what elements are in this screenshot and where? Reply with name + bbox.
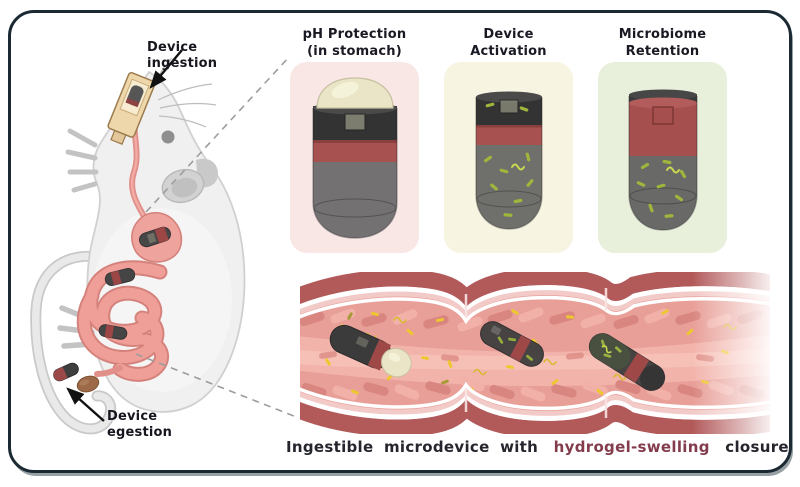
figure-caption: Ingestible microdevice with hydrogel-swe… [286,438,789,456]
stage-ph-protection-title: pH Protection (in stomach) [302,26,407,59]
mouse-ear [161,168,205,204]
device-ingestion-label: Device ingestion [147,40,217,73]
caption-prefix: Ingestible microdevice with [286,438,539,456]
egested-device [53,362,79,382]
capsule-microbiome-retention [627,89,698,231]
stage-panels: pH Protection (in stomach) [290,13,727,253]
intestine-walls [300,277,770,430]
capsule-inner-ring [313,198,396,217]
connector-line-upper [145,56,290,213]
rectum [94,365,123,377]
hydrogel-dome [315,76,394,109]
stage-ph-protection-card [290,62,419,253]
capsule-body-lower [628,155,697,230]
stage-microbiome-retention-card [598,62,727,253]
device-intestine-ph-stage [329,324,412,378]
hydrogel-window [651,105,674,125]
capsule-ph-protection [311,76,398,239]
device-ingestion-line2: ingestion [147,56,218,72]
capsule-body-lower [312,161,397,238]
device-intestine-activated [480,321,544,367]
fecal-pellet [76,375,100,393]
device-intestine-retention [588,333,666,391]
capsule-inner-ring [476,190,541,207]
capsule-red-band [312,139,397,162]
capsule-red-band [475,124,542,145]
gavage-device [107,71,156,145]
intestine-right-fade [692,272,770,434]
device-in-gut-lower [98,324,128,340]
mouse-front-paw [65,128,99,193]
caption-highlight: hydrogel-swelling [553,438,710,456]
mouse-eye [161,130,175,144]
stage-device-activation: Device Activation [444,13,573,253]
device-ingestion-line1: Device [147,40,198,55]
intestine-coil [76,260,169,382]
bacteria-group [483,102,533,217]
device-in-stomach [139,226,171,248]
egestion-arrow [66,387,105,422]
device-egestion-label: Device egestion [107,409,172,442]
intestine-illustration [300,272,770,434]
stage-microbiome-retention: Microbiome Retention [598,13,727,253]
capsule-device-activation [474,91,543,230]
stage-device-activation-title: Device Activation [470,26,547,59]
device-egestion-line2: egestion [107,425,173,441]
stage-device-activation-card [444,62,573,253]
capsule-window [499,99,518,113]
mouse-tail [30,251,117,435]
ingestion-arrow [149,49,183,89]
capsule-body-lower [475,144,542,229]
connector-line-lower [135,353,300,419]
capsule-inner-ring [629,187,696,204]
stage-ph-protection: pH Protection (in stomach) [290,13,419,253]
caption-suffix: closure [725,438,789,456]
stage-microbiome-retention-title: Microbiome Retention [618,26,707,59]
device-egestion-line1: Device [107,409,158,424]
bacteria-group [636,159,686,218]
capsule-window [344,113,365,130]
device-in-gut-upper [104,268,136,286]
